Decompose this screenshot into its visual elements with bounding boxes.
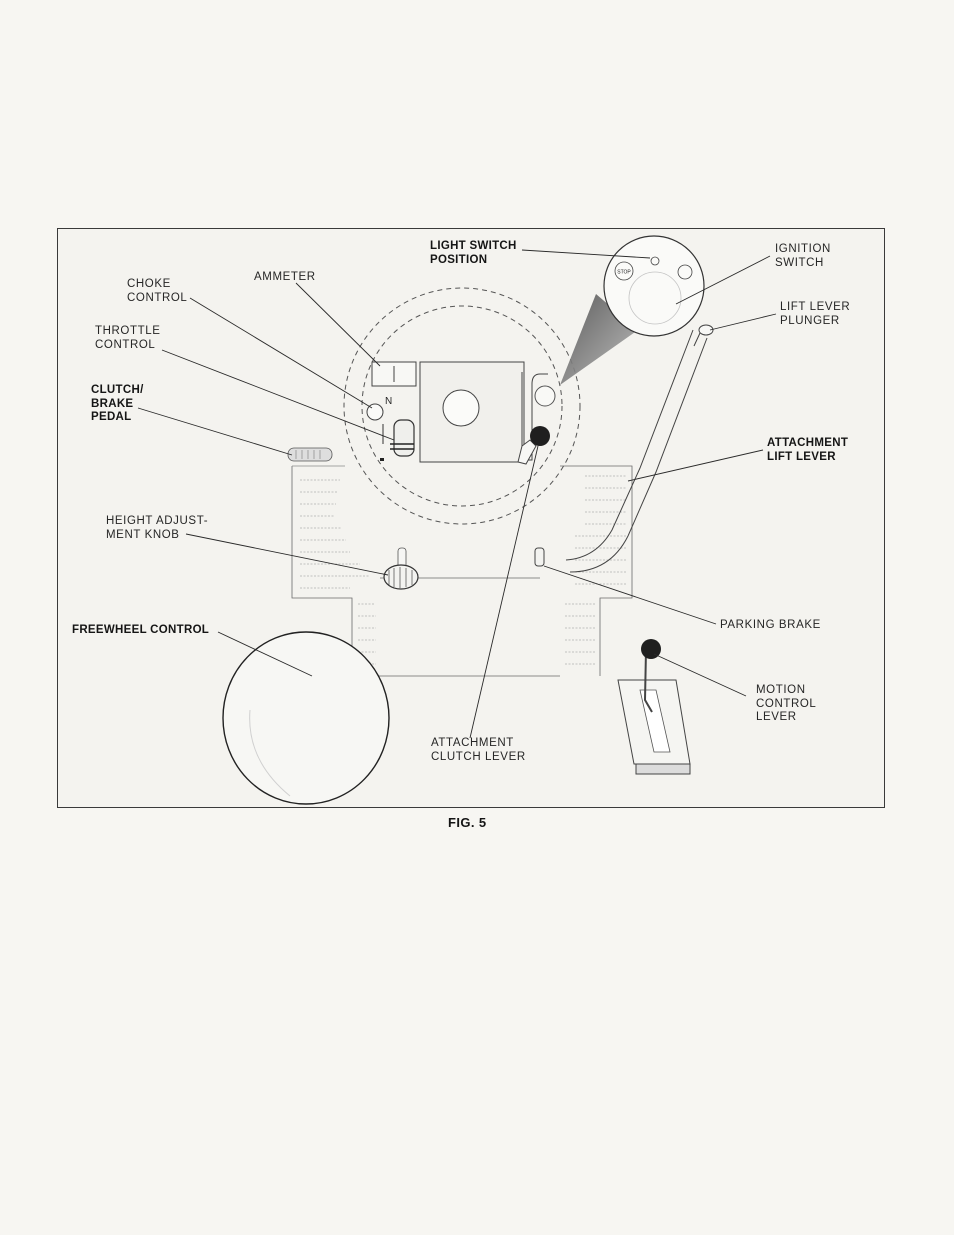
ignition-switch-inset: STOP	[560, 236, 704, 385]
attachment-clutch-lever-label: ATTACHMENT CLUTCH LEVER	[431, 737, 526, 764]
dashboard-panel	[367, 362, 524, 462]
choke-symbol: N	[385, 395, 393, 409]
freewheel-wheel	[223, 632, 389, 804]
ammeter-label: AMMETER	[254, 271, 316, 285]
ignition-knob	[535, 386, 555, 406]
choke-control-label: CHOKE CONTROL	[127, 278, 187, 305]
lift-lever-plunger-label: LIFT LEVER PLUNGER	[780, 301, 850, 328]
clutch-brake-pedal-label: CLUTCH/ BRAKE PEDAL	[91, 384, 144, 425]
light-switch-position-label: LIGHT SWITCH POSITION	[430, 240, 517, 267]
clutch-brake-pedal	[288, 448, 332, 461]
motion-control-lever-label: MOTION CONTROL LEVER	[756, 684, 816, 725]
parking-brake-handle	[535, 548, 544, 566]
height-adjustment-knob	[384, 548, 418, 589]
steering-hub	[443, 390, 479, 426]
ignition-switch-label: IGNITION SWITCH	[775, 243, 831, 270]
parking-brake-label: PARKING BRAKE	[720, 619, 821, 633]
freewheel-control-label: FREEWHEEL CONTROL	[72, 624, 209, 638]
motion-control-lever	[618, 639, 690, 774]
throttle-control-label: THROTTLE CONTROL	[95, 325, 161, 352]
throttle-lever	[394, 420, 414, 456]
figure-caption: FIG. 5	[448, 815, 487, 830]
attachment-lift-lever-label: ATTACHMENT LIFT LEVER	[767, 437, 848, 464]
height-adjustment-knob-label: HEIGHT ADJUST- MENT KNOB	[106, 515, 208, 542]
stop-mark-text: STOP	[617, 270, 631, 276]
